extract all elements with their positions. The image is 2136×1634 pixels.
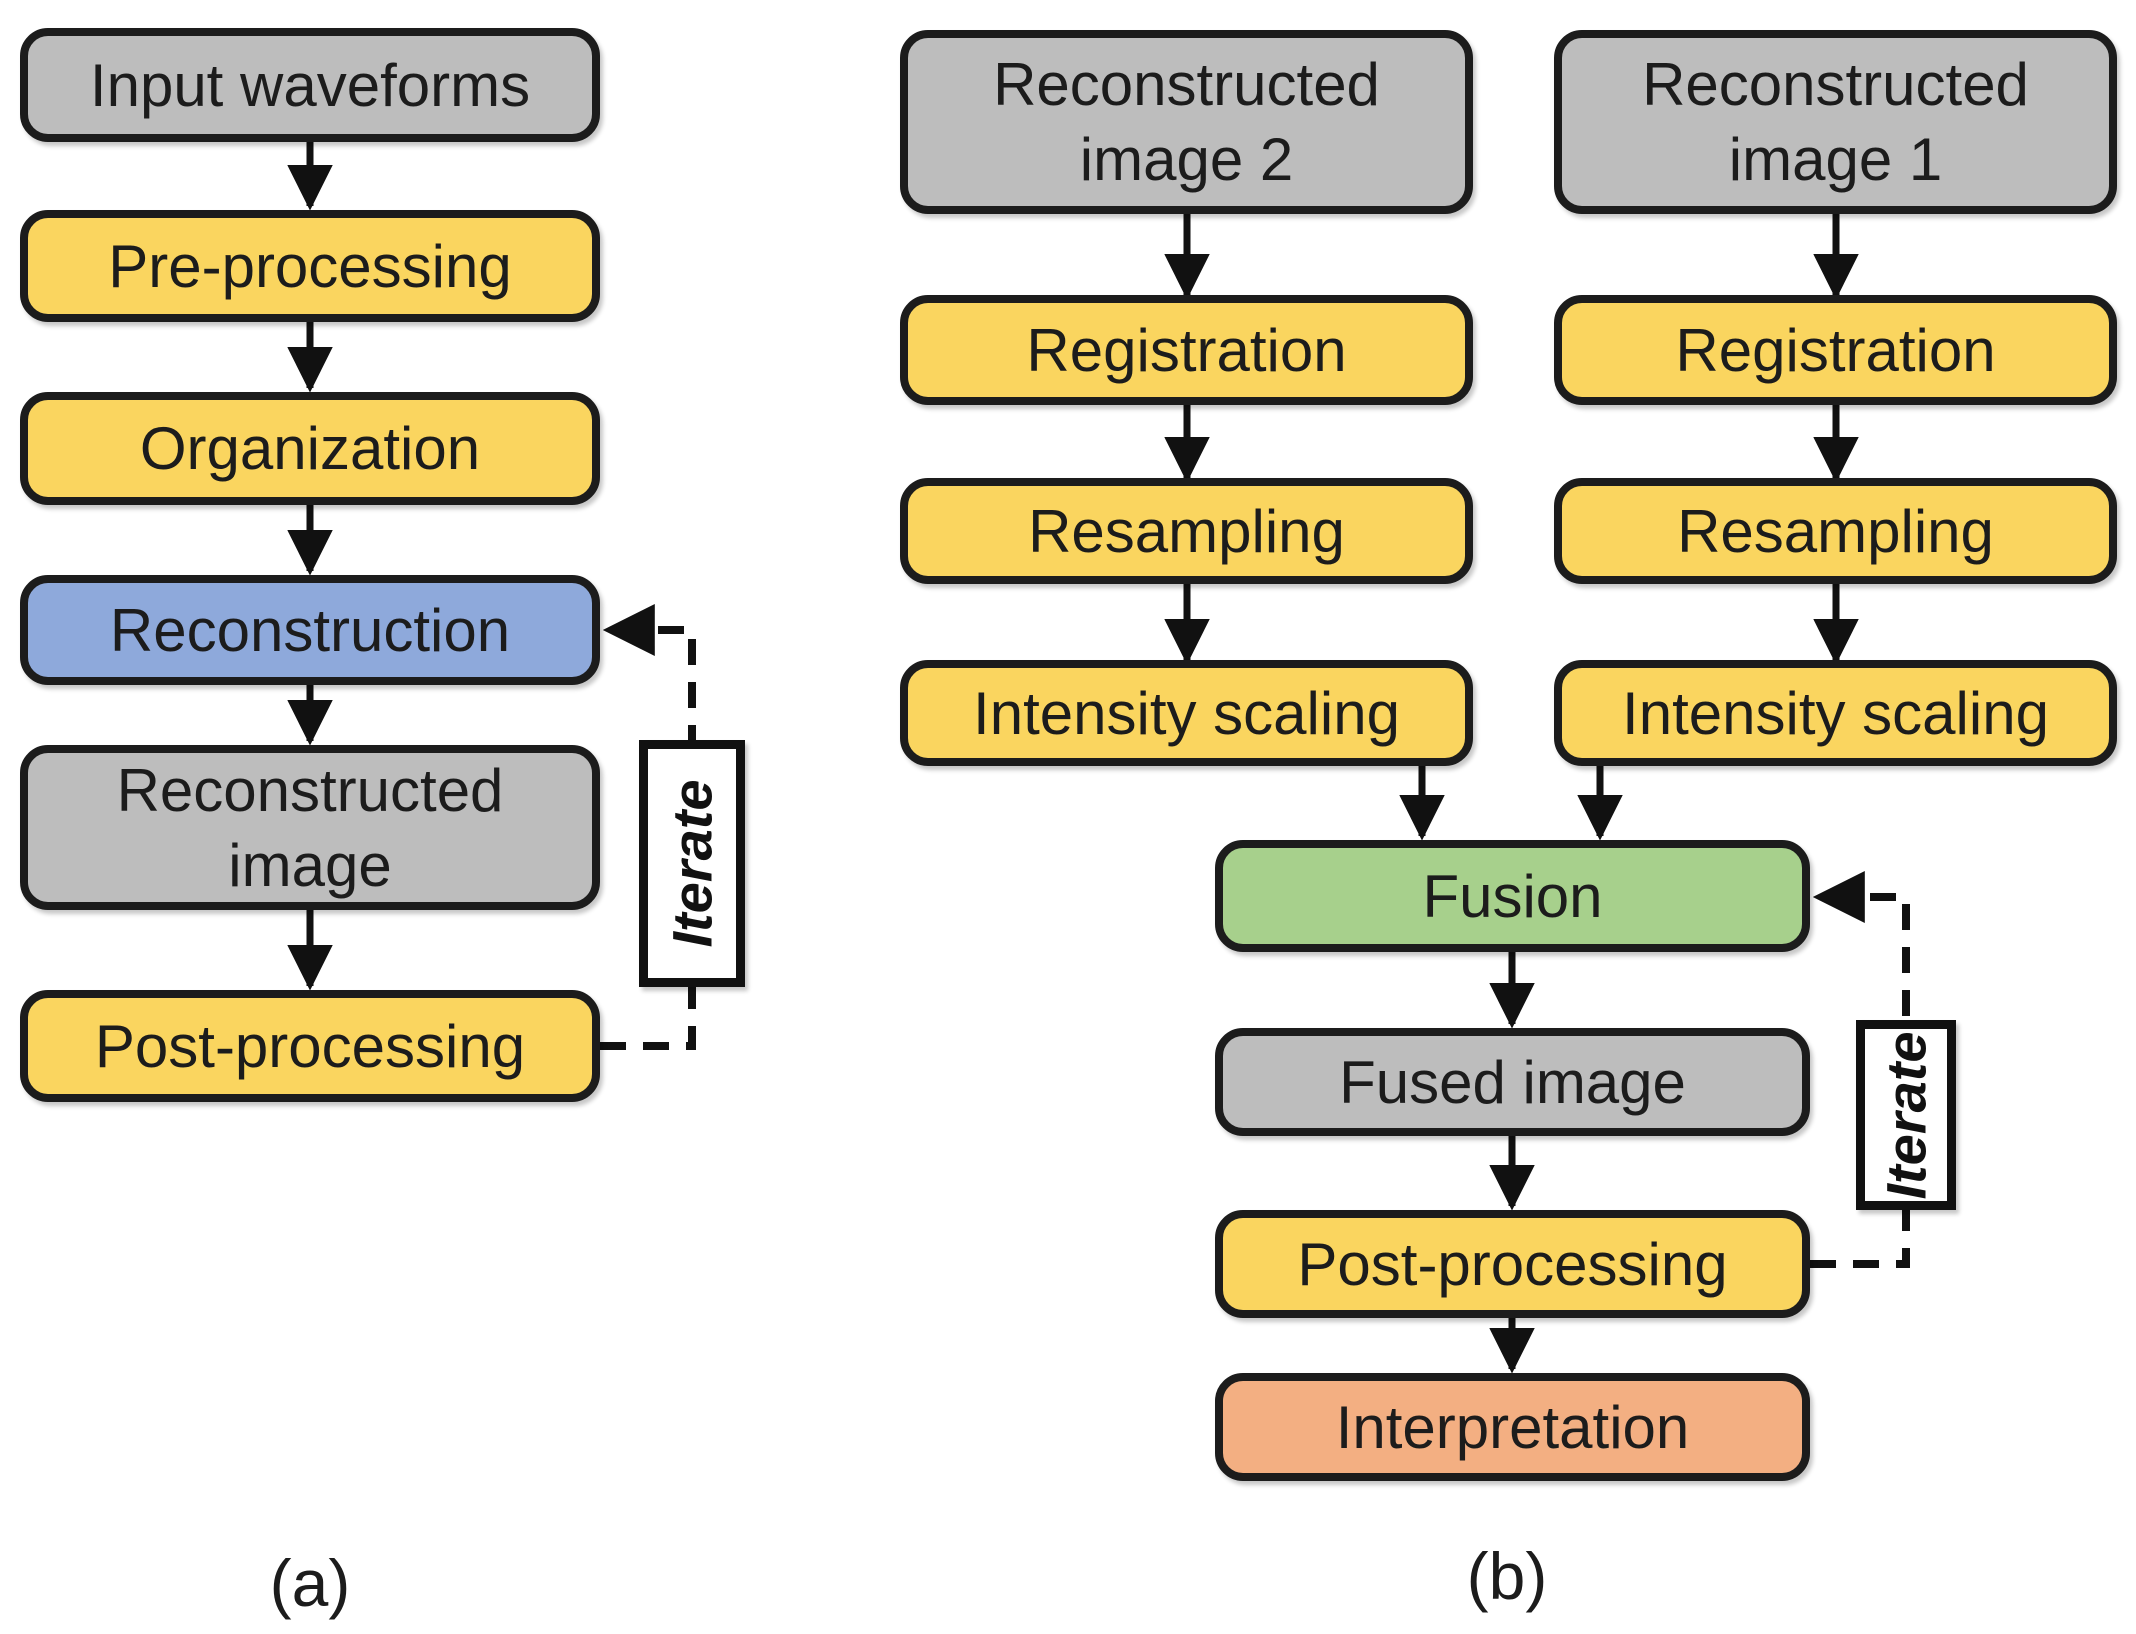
node-a-input-waveforms: Input waveforms: [20, 28, 600, 142]
panel-a-iterate-loop: [600, 604, 696, 1050]
panel-a-caption: (a): [269, 1546, 351, 1620]
node-b-registration-right: Registration: [1554, 295, 2117, 405]
iterate-label-b: Iterate: [1874, 1030, 1938, 1200]
panel-b-merge-arrows: [1399, 764, 1623, 841]
node-b-post-processing: Post-processing: [1215, 1210, 1810, 1318]
node-b-resampling-right: Resampling: [1554, 478, 2117, 584]
node-b-resampling-left: Resampling: [900, 478, 1473, 584]
node-b-fusion: Fusion: [1215, 840, 1810, 952]
node-b-intensity-scaling-left: Intensity scaling: [900, 660, 1473, 766]
node-a-reconstructed-image: Reconstructed image: [20, 745, 600, 910]
node-b-fused-image: Fused image: [1215, 1028, 1810, 1136]
node-b-reconstructed-image-2: Reconstructed image 2: [900, 30, 1473, 214]
node-a-post-processing: Post-processing: [20, 990, 600, 1102]
node-b-registration-left: Registration: [900, 295, 1473, 405]
node-a-organization: Organization: [20, 392, 600, 505]
node-b-reconstructed-image-1: Reconstructed image 1: [1554, 30, 2117, 214]
iterate-badge-b: Iterate: [1856, 1020, 1956, 1210]
node-a-reconstruction: Reconstruction: [20, 575, 600, 685]
node-b-intensity-scaling-right: Intensity scaling: [1554, 660, 2117, 766]
node-b-interpretation: Interpretation: [1215, 1373, 1810, 1481]
iterate-label-a: Iterate: [660, 779, 724, 948]
dashed-loop-postprocessing-to-reconstruction: [600, 604, 696, 1050]
node-a-pre-processing: Pre-processing: [20, 210, 600, 322]
iterate-badge-a: Iterate: [639, 740, 745, 987]
panel-b-caption: (b): [1466, 1539, 1548, 1613]
